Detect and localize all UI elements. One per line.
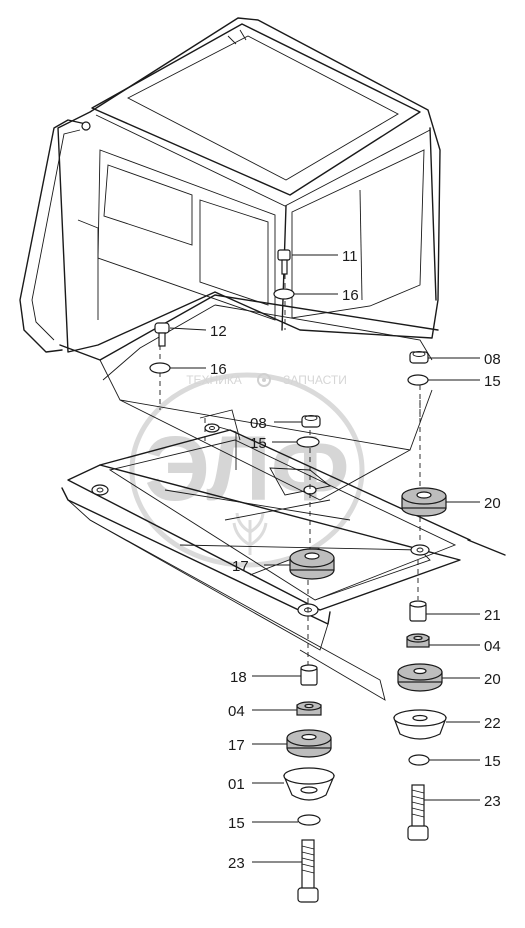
watermark-logo-text: ЭЛФ [144,418,349,520]
plate-01 [283,767,335,801]
watermark-caption-right: ЗАПЧАСТИ [283,373,347,387]
washer-16-lower [149,362,171,374]
callout-21: 21 [484,607,501,624]
callout-15-lower-left: 15 [228,815,245,832]
leader-lines [169,254,480,863]
callout-22: 22 [484,715,501,732]
callout-01: 01 [228,776,245,793]
parts [149,249,447,903]
cushion-20-upper [401,487,447,517]
nut-08-right [409,351,429,364]
gear-icon [257,373,271,387]
ring-04-left [296,701,322,716]
nut-08-center [301,415,321,428]
bolt-23-right [407,784,429,841]
callout-11: 11 [342,248,358,265]
callout-16-lower: 16 [210,361,227,378]
callout-08-right: 08 [484,351,501,368]
wheat-emblem-icon [232,512,268,555]
callout-20-lower: 20 [484,671,501,688]
callout-15-right: 15 [484,373,501,390]
cushion-20-lower [397,663,443,692]
bolt-11 [277,249,291,275]
callout-18: 18 [230,669,247,686]
callout-15-center: 15 [250,435,267,452]
callout-16-upper: 16 [342,287,359,304]
watermark-caption-left: ТЕХНИКА [186,373,242,387]
callout-17-center: 17 [232,558,249,575]
spacer-21 [409,600,427,622]
spacer-18 [300,664,318,686]
callout-17-lower: 17 [228,737,245,754]
washer-15-lower-left [297,814,321,826]
callout-08-center: 08 [250,415,267,432]
watermark: ЭЛФ ТЕХНИКА ЗАПЧАСТИ [129,372,365,568]
assembly-guide-lines [159,265,421,665]
callout-20-upper: 20 [484,495,501,512]
washer-15-center [296,436,320,448]
cushion-17-lower [286,729,332,758]
bolt-12 [154,322,170,347]
callout-23-left: 23 [228,855,245,872]
washer-15-right [407,374,429,386]
washer-15-lower-right [408,754,430,766]
washer-16-upper [273,288,295,300]
callout-15-lower-right: 15 [484,753,501,770]
callout-12: 12 [210,323,227,340]
callout-labels: 11 16 12 16 08 15 08 15 20 17 21 04 20 1… [210,248,501,872]
callout-04-left: 04 [228,703,245,720]
callout-04-right: 04 [484,638,501,655]
cushion-17-center [289,548,335,580]
bolt-23-left [297,839,319,903]
ring-04-right [406,633,430,648]
callout-23-right: 23 [484,793,501,810]
plate-22 [393,709,447,740]
